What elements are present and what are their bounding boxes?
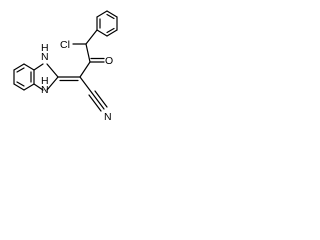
bond-b1-double — [16, 67, 25, 73]
nitrile-group — [79, 76, 108, 112]
bond-cco-chcl — [85, 43, 91, 63]
chloromethine-group — [72, 29, 98, 63]
bond-ca-cn — [79, 76, 93, 94]
bond-b5-double — [16, 81, 25, 87]
atom-label-line: H — [41, 42, 49, 54]
bond-ca-cco — [79, 61, 91, 78]
atom-label-line: N — [41, 84, 49, 96]
bond-b4 — [23, 83, 35, 91]
bond-cn-n-2 — [94, 90, 108, 108]
bond-i4 — [46, 76, 59, 91]
bond-chcl-ph — [85, 29, 98, 45]
bond-b2 — [23, 63, 35, 71]
phenyl-ring — [96, 10, 118, 37]
imidazole-ring — [33, 63, 59, 91]
bond-b5 — [13, 83, 25, 91]
bond-cn-n — [91, 92, 105, 110]
bond-p5 — [96, 10, 108, 18]
bond-p1 — [96, 29, 108, 37]
carbonyl-group — [79, 57, 105, 78]
bond-p2-double — [106, 27, 115, 34]
exocyclic-double-bond — [57, 76, 81, 82]
bond-p4-double — [106, 13, 115, 20]
oxygen-atom-label: O — [105, 55, 113, 67]
bond-cn-n-3 — [88, 94, 102, 112]
bond-p2 — [106, 29, 118, 37]
atom-label-line: N — [41, 51, 49, 63]
nitrile-nitrogen-label: N — [104, 111, 112, 123]
bond-b1 — [13, 63, 25, 71]
bond-p4 — [106, 10, 118, 18]
benzene-ring-fused — [13, 63, 35, 91]
bond-i1 — [33, 63, 44, 71]
chlorine-atom-label: Cl — [60, 39, 70, 51]
bond-i2 — [33, 83, 44, 91]
atom-label-line: H — [41, 75, 49, 87]
bond-i3 — [46, 63, 59, 78]
